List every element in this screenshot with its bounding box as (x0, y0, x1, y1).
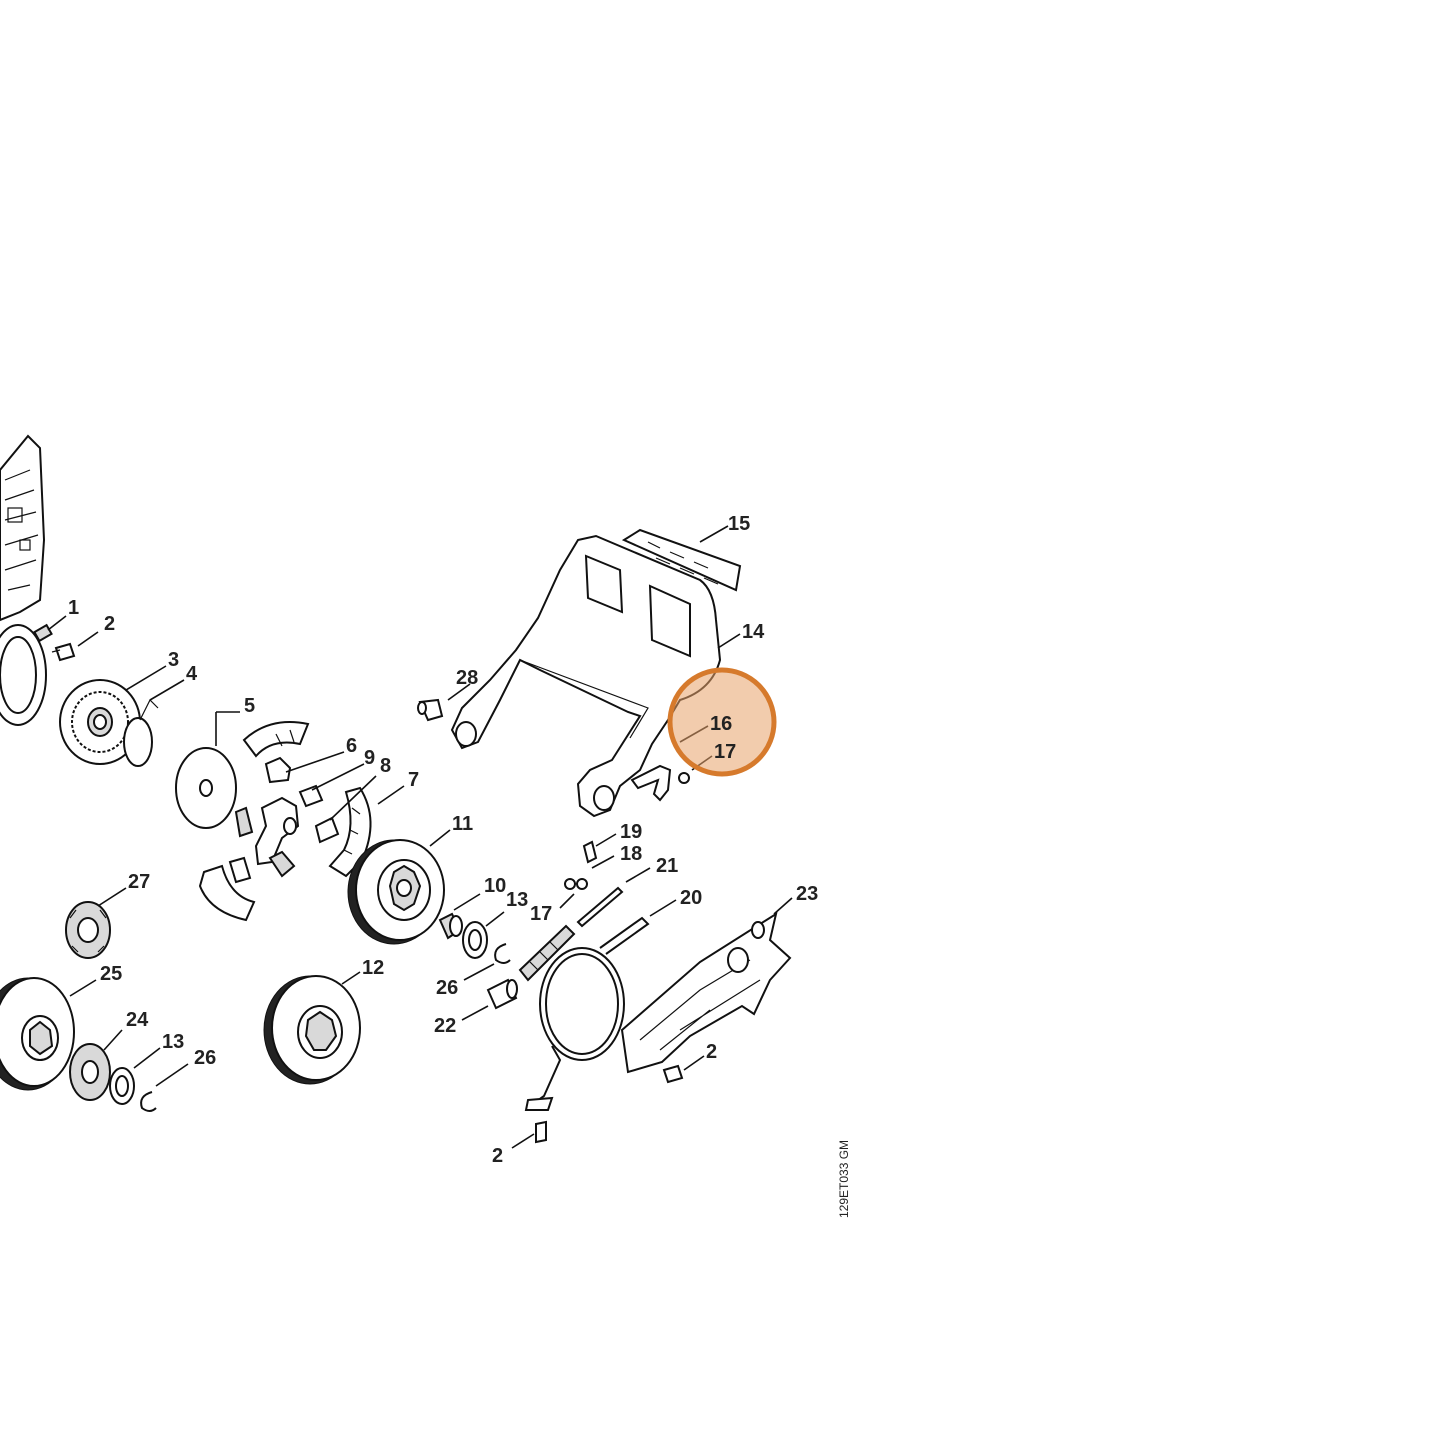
callout-9: 9 (364, 747, 375, 769)
part-16-lever (630, 764, 672, 802)
part-5-washer (175, 747, 237, 829)
drawing-code: 129ET033 GM (837, 1140, 851, 1218)
part-13-washer-mid (462, 921, 488, 959)
callout-2: 2 (104, 613, 115, 635)
part-8-clutch-weight (314, 816, 340, 844)
part-23-cover (620, 911, 792, 1074)
leader-lines (47, 525, 793, 1149)
part-3-gear-wheel (59, 679, 141, 765)
engine-housing (0, 434, 46, 622)
part-15-plate (621, 528, 742, 592)
callout-27: 27 (128, 871, 150, 893)
callout-14: 14 (742, 621, 765, 643)
callout-26-mid: 26 (436, 977, 458, 999)
callout-4: 4 (186, 663, 198, 685)
callout-1: 1 (68, 597, 79, 619)
callout-12: 12 (362, 957, 384, 979)
part-28-pin (417, 698, 444, 722)
callout-labels: 1 2 3 4 5 6 9 8 7 11 27 25 12 24 13 26 1… (68, 513, 818, 1167)
callout-20: 20 (680, 887, 702, 909)
part-11-clutch-drum (347, 839, 445, 945)
callout-10: 10 (484, 875, 506, 897)
part-6-clip (264, 756, 292, 784)
brake-spring (518, 924, 576, 982)
callout-23: 23 (796, 883, 818, 905)
screw-2-top (51, 642, 76, 662)
part-20-brake-band (524, 916, 650, 1111)
callout-16: 16 (710, 713, 732, 735)
screw-2-band (535, 1120, 547, 1144)
callout-24: 24 (126, 1009, 149, 1031)
callout-18: 18 (620, 843, 642, 865)
callout-7: 7 (408, 769, 419, 791)
part-13-washer-bottom (109, 1067, 135, 1105)
part-12-clutch-drum (263, 975, 361, 1085)
callout-17-highlighted: 17 (714, 741, 736, 763)
part-1-ring (0, 623, 53, 726)
part-24-rim-sprocket (69, 1043, 111, 1101)
callout-26-bottom: 26 (194, 1047, 216, 1069)
part-21-link (576, 886, 624, 928)
part-10-needle-cage (438, 912, 463, 940)
part-27-rim-sprocket (65, 901, 111, 959)
part-25-clutch-drum (0, 977, 75, 1091)
part-9-carrier (298, 784, 324, 808)
callout-25: 25 (100, 963, 122, 985)
part-22-bushing (486, 978, 518, 1010)
highlight-circle (667, 667, 777, 777)
part-26-eclip-mid (494, 943, 511, 964)
callout-28: 28 (456, 667, 478, 689)
callout-2-band: 2 (492, 1145, 503, 1167)
callout-2-cover: 2 (706, 1041, 717, 1063)
part-17-nut-mid (564, 878, 576, 890)
callout-3: 3 (168, 649, 179, 671)
callout-19: 19 (620, 821, 642, 843)
clutch-hub (234, 796, 300, 878)
part-17-nut-top (678, 772, 690, 784)
callout-13-mid: 13 (506, 889, 528, 911)
clutch-lower-shoe (198, 856, 256, 922)
callout-22: 22 (434, 1015, 456, 1037)
part-19-pin (582, 840, 598, 864)
callout-21: 21 (656, 855, 678, 877)
part-5-clutch-shoe (242, 721, 310, 758)
part-18-washer (576, 878, 588, 890)
part-26-eclip-bottom (140, 1091, 157, 1112)
screw-2-cover (662, 1064, 684, 1084)
callout-6: 6 (346, 735, 357, 757)
callout-15: 15 (728, 513, 750, 535)
callout-8: 8 (380, 755, 391, 777)
callout-13-bottom: 13 (162, 1031, 184, 1053)
callout-5: 5 (244, 695, 255, 717)
callout-11: 11 (452, 813, 473, 835)
callout-17-mid: 17 (530, 903, 552, 925)
